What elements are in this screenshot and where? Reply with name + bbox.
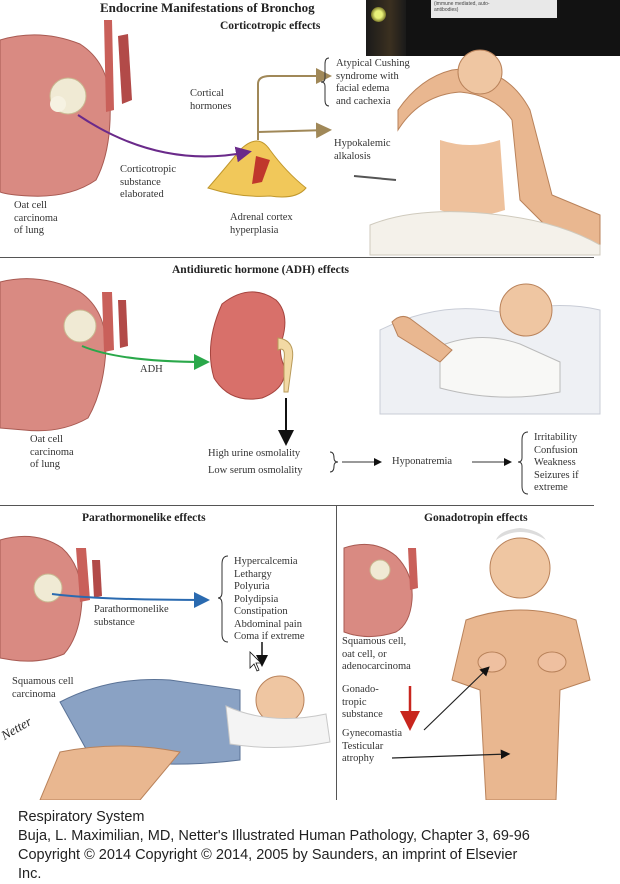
kidney-illustration xyxy=(209,291,294,400)
artist-signature: Netter xyxy=(0,713,35,743)
label-osmolality: High urine osmolality Low serum osmolali… xyxy=(208,448,303,476)
label-gynecomastia: Gynecomastia Testicular atrophy xyxy=(342,728,403,764)
label-adrenal-cortex: Adrenal cortex hyperplasia xyxy=(230,212,293,236)
label-gonadotropic-substance: Gonado- tropic substance xyxy=(342,684,383,720)
divider-vertical xyxy=(336,505,337,800)
corticotropic-heading: Corticotropic effects xyxy=(220,20,321,32)
lethargic-patient-illustration xyxy=(39,675,331,800)
divider-top xyxy=(0,257,594,258)
footer-line-4: Inc. xyxy=(18,866,42,882)
divider-middle xyxy=(0,505,594,506)
footer-line-1: Respiratory System xyxy=(18,809,145,825)
patient-cushing-illustration xyxy=(353,49,601,256)
camera-light-icon xyxy=(371,7,386,22)
svg-text:Netter: Netter xyxy=(0,713,35,743)
label-oat-cell-2: Oat cell carcinoma of lung xyxy=(30,434,74,470)
footer-line-2: Buja, L. Maximilian, MD, Netter's Illust… xyxy=(18,828,530,844)
illustration-layer: Netter xyxy=(0,20,601,800)
parathormone-heading: Parathormonelike effects xyxy=(82,512,206,524)
label-adh: ADH xyxy=(140,364,163,375)
lung-illustration-3 xyxy=(0,535,102,662)
adrenal-gland-illustration xyxy=(207,140,307,198)
lung-illustration-4 xyxy=(343,543,418,638)
label-cell-types: Squamous cell, oat cell, or adenocarcino… xyxy=(342,636,411,672)
label-cushing-syndrome: Atypical Cushing syndrome with facial ed… xyxy=(336,58,410,107)
adh-heading: Antidiuretic hormone (ADH) effects xyxy=(172,264,350,276)
label-parathormonelike-substance: Parathormonelike substance xyxy=(94,604,169,628)
gynecomastia-patient-illustration xyxy=(451,528,591,800)
footer-line-3: Copyright © 2014 Copyright © 2014, 2005 … xyxy=(18,847,518,863)
label-corticotropic-substance: Corticotropic substance elaborated xyxy=(120,164,176,200)
label-squamous-cell: Squamous cell carcinoma xyxy=(12,676,74,700)
citation-footer: Respiratory System Buja, L. Maximilian, … xyxy=(18,808,530,884)
gonadotropin-heading: Gonadotropin effects xyxy=(424,512,528,524)
lung-illustration-1 xyxy=(0,20,132,197)
mouse-cursor-icon xyxy=(249,651,262,672)
slide-title: Endocrine Manifestations of Bronchog xyxy=(100,0,315,15)
lung-illustration-2 xyxy=(0,278,128,432)
label-hypokalemic-alkalosis: Hypokalemic alkalosis xyxy=(334,138,391,162)
slide: Endocrine Manifestations of Bronchog (im… xyxy=(0,0,620,800)
webcam-overlay: (immune mediated, auto- antibodies) xyxy=(366,0,620,56)
label-cortical-hormones: Cortical hormones xyxy=(190,88,232,112)
label-oat-cell-1: Oat cell carcinoma of lung xyxy=(14,200,58,236)
label-hyponatremia: Hyponatremia xyxy=(392,456,453,467)
webcam-note: (immune mediated, auto- antibodies) xyxy=(431,0,557,18)
label-adh-symptoms: Irritability Confusion Weakness Seizures… xyxy=(534,432,579,493)
label-parathormone-symptoms: Hypercalcemia Lethargy Polyuria Polydips… xyxy=(234,556,305,642)
patient-bed-illustration xyxy=(379,283,601,415)
